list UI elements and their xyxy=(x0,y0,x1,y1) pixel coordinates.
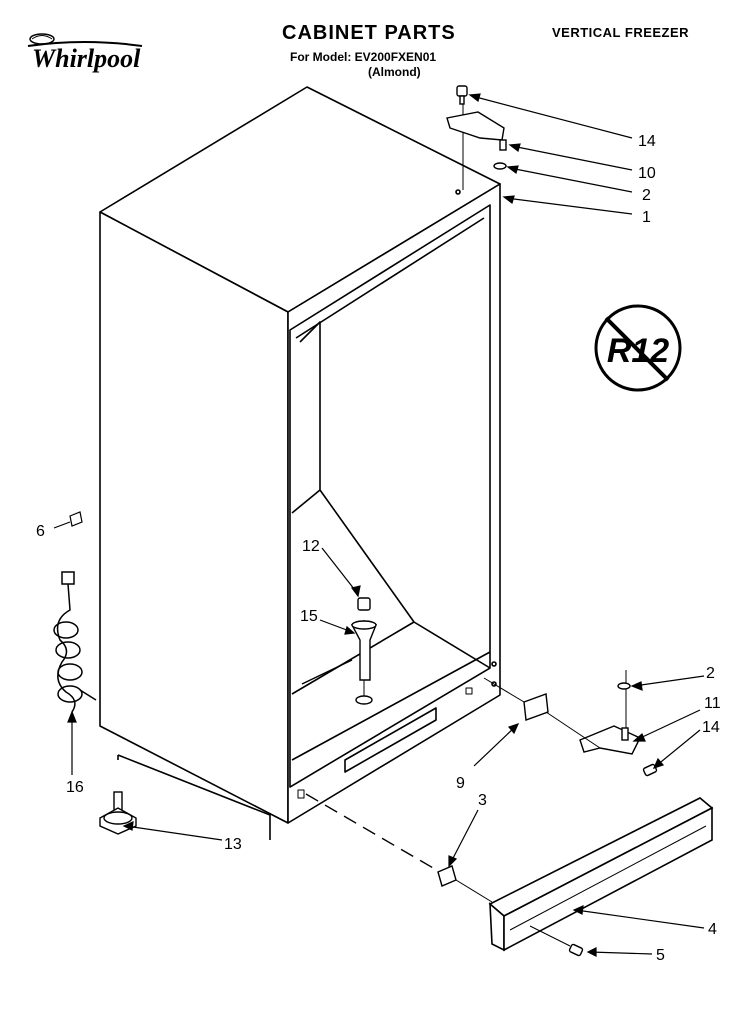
cabinet-side-panel xyxy=(99,211,289,824)
brand-logo: Whirlpool xyxy=(24,30,154,74)
callout-13: 13 xyxy=(224,836,242,853)
callout-11: 11 xyxy=(704,695,721,712)
callout-15: 15 xyxy=(300,608,318,625)
model-line: For Model: EV200FXEN01 xyxy=(290,50,437,64)
drain-assembly xyxy=(350,597,378,705)
page-title: CABINET PARTS xyxy=(282,22,456,44)
washer-top xyxy=(493,162,507,170)
callout-10: 10 xyxy=(638,165,656,182)
power-cord xyxy=(53,571,97,713)
screw-5 xyxy=(568,943,584,957)
brand-name: Whirlpool xyxy=(32,44,141,73)
callout-16: 16 xyxy=(66,779,84,796)
drain-plug-12 xyxy=(357,597,371,611)
top-hinge-assembly xyxy=(446,85,507,190)
callout-3: 3 xyxy=(478,792,487,809)
hinge-pin xyxy=(499,139,507,151)
callout-1: 1 xyxy=(642,209,651,226)
category-label: VERTICAL FREEZER xyxy=(552,25,690,40)
washer-bottom xyxy=(617,682,631,690)
callout-6: 6 xyxy=(36,523,45,540)
toe-grille-4 xyxy=(488,797,714,952)
callout-14-top: 14 xyxy=(638,133,656,150)
callout-14-bottom: 14 xyxy=(702,719,720,736)
bottom-vent-slot xyxy=(344,707,437,773)
cabinet-floor-line xyxy=(117,754,271,840)
no-r12-badge: R12 xyxy=(594,304,682,392)
bottom-hinge-11 xyxy=(545,670,658,777)
color-line: (Almond) xyxy=(368,65,421,79)
part-clip-6 xyxy=(69,511,83,527)
callout-labels: 14 10 2 1 6 12 15 16 2 11 14 9 3 13 4 5 xyxy=(36,133,721,964)
callout-2-top: 2 xyxy=(642,187,651,204)
callout-5: 5 xyxy=(656,947,665,964)
callout-4: 4 xyxy=(708,921,717,938)
whirlpool-logo-mark xyxy=(27,33,143,47)
callout-12: 12 xyxy=(302,538,320,555)
inner-liner-back-edge xyxy=(299,321,415,623)
hinge-screw-top xyxy=(456,85,468,97)
clip-3 xyxy=(437,865,457,887)
callout-2-bottom: 2 xyxy=(706,665,715,682)
bracket-9 xyxy=(483,677,549,721)
callout-9: 9 xyxy=(456,775,465,792)
top-hinge xyxy=(446,111,505,141)
cabinet-front-frame xyxy=(287,183,501,824)
